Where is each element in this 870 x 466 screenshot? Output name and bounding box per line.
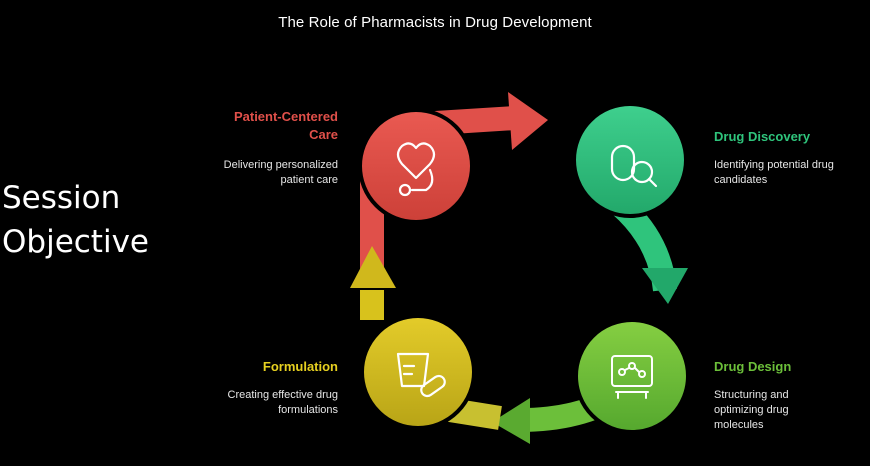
stage-label-formulation: Formulation xyxy=(176,358,338,376)
arrowhead-green xyxy=(492,398,530,444)
stage-circle-formulation xyxy=(360,314,476,430)
session-objective-text: Session Objective xyxy=(2,176,149,264)
care-label-line2: Care xyxy=(309,127,338,142)
stethoscope-heart-icon xyxy=(396,142,436,197)
molecule-board-icon xyxy=(611,355,653,399)
session-line1: Session xyxy=(2,180,121,216)
discovery-desc-line1: Identifying potential drug xyxy=(714,159,834,171)
design-label-line1: Drug Design xyxy=(714,359,792,374)
stage-circle-care xyxy=(358,108,474,224)
stage-label-discovery: Drug Discovery xyxy=(714,128,864,146)
care-desc-line1: Delivering personalized xyxy=(223,159,338,171)
stage-desc-discovery: Identifying potential drug candidates xyxy=(714,158,864,188)
discovery-label-line1: Drug Discovery xyxy=(714,129,811,144)
stage-desc-formulation: Creating effective drug formulations xyxy=(176,388,338,418)
design-desc-line3: molecules xyxy=(714,419,764,431)
formulation-desc-line2: formulations xyxy=(278,404,338,416)
care-label-line1: Patient-Centered xyxy=(233,109,338,124)
arrowhead-red xyxy=(508,92,548,150)
design-desc-line1: Structuring and xyxy=(714,389,789,401)
care-desc-line2: patient care xyxy=(280,174,338,186)
design-desc-line2: optimizing drug xyxy=(714,404,789,416)
arrowhead-teal xyxy=(642,268,688,304)
stage-circle-design xyxy=(574,318,690,434)
discovery-desc-line2: candidates xyxy=(714,174,768,186)
stage-label-care: Patient-Centered Care xyxy=(176,108,338,144)
stage-circle-discovery xyxy=(572,102,688,218)
stage-desc-design: Structuring and optimizing drug molecule… xyxy=(714,388,864,433)
formulation-desc-line1: Creating effective drug xyxy=(227,389,338,401)
arrowhead-yellow xyxy=(350,246,396,288)
diagram-title: The Role of Pharmacists in Drug Developm… xyxy=(278,14,592,31)
stage-desc-care: Delivering personalized patient care xyxy=(176,158,338,188)
capsule-magnifier-icon xyxy=(610,144,658,188)
beaker-pill-icon xyxy=(396,352,446,398)
formulation-label-line1: Formulation xyxy=(262,359,338,374)
session-line2: Objective xyxy=(2,224,149,260)
stage-label-design: Drug Design xyxy=(714,358,864,376)
